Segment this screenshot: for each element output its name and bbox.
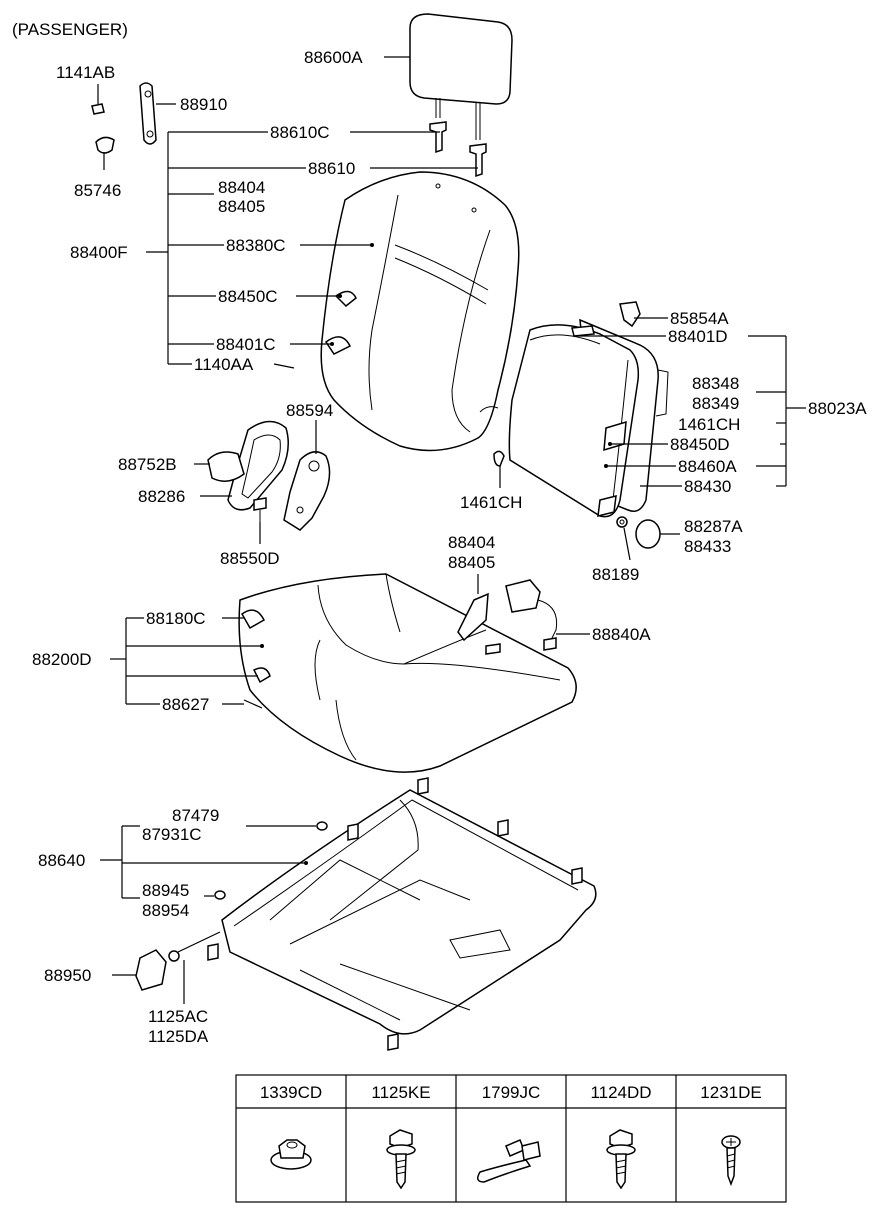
label-88404-top: 88404 — [218, 178, 265, 197]
label-88401D: 88401D — [668, 327, 728, 346]
label-88627: 88627 — [162, 695, 209, 714]
label-88600A: 88600A — [304, 48, 363, 67]
part-labels: 88600A 1141AB 88910 85746 88610C 88610 8… — [32, 48, 867, 1046]
headrest-guide-part — [429, 121, 487, 178]
label-88910: 88910 — [180, 95, 227, 114]
legend-header-5: 1231DE — [700, 1083, 761, 1102]
label-88460A: 88460A — [678, 457, 737, 476]
cover-88287A-part — [635, 519, 661, 549]
fastener-legend-table: 1339CD 1125KE 1799JC 1124DD 1231DE — [235, 1074, 787, 1203]
label-88400F: 88400F — [70, 243, 128, 262]
label-87931C: 87931C — [142, 825, 202, 844]
label-1125DA: 1125DA — [148, 1027, 209, 1046]
buckle-88840A-part — [505, 579, 558, 651]
headrest-part — [409, 13, 513, 140]
flange-bolt-icon — [606, 1129, 636, 1190]
label-88286: 88286 — [138, 487, 185, 506]
label-88945: 88945 — [142, 881, 189, 900]
leader-lines — [97, 56, 806, 1004]
label-88180C: 88180C — [146, 609, 206, 628]
cable-tie-icon — [477, 1139, 541, 1183]
bolt-88550D-part — [253, 497, 267, 522]
seat-back-cover-part — [320, 171, 520, 452]
label-88348: 88348 — [692, 374, 739, 393]
legend-header-4: 1124DD — [590, 1083, 651, 1102]
flange-nut-icon — [270, 1139, 312, 1170]
label-88752B: 88752B — [118, 455, 177, 474]
label-88594: 88594 — [286, 401, 333, 420]
flange-bolt-icon — [386, 1129, 416, 1190]
label-88405-mid: 88405 — [448, 553, 495, 572]
label-88610C: 88610C — [270, 123, 330, 142]
diagram-title: (PASSENGER) — [12, 20, 128, 39]
legend-header-3: 1799JC — [482, 1083, 541, 1102]
knob-88752B-part — [207, 451, 245, 482]
seat-frame-part — [207, 777, 597, 1051]
label-88433: 88433 — [684, 537, 731, 556]
label-1125AC: 1125AC — [148, 1007, 208, 1026]
label-1461CH-right: 1461CH — [678, 415, 740, 434]
label-85854A: 85854A — [670, 309, 729, 328]
cap-85746-part — [95, 136, 115, 154]
label-88189: 88189 — [592, 565, 639, 584]
legend-header-1: 1339CD — [260, 1083, 322, 1102]
label-88610: 88610 — [308, 159, 355, 178]
bolt-1125AC-part — [168, 931, 221, 962]
label-1461CH-left: 1461CH — [460, 493, 522, 512]
bracket-88594-part — [283, 451, 331, 531]
grommet-88189-part — [616, 516, 628, 528]
bracket-88910-part — [139, 82, 157, 145]
tapping-screw-icon — [721, 1135, 741, 1187]
seat-back-frame-part — [493, 318, 669, 518]
label-88550D: 88550D — [220, 549, 280, 568]
label-88840A: 88840A — [592, 625, 651, 644]
legend-header-2: 1125KE — [371, 1083, 430, 1102]
label-85746: 85746 — [74, 181, 121, 200]
label-88401C: 88401C — [216, 335, 276, 354]
label-88954: 88954 — [142, 901, 189, 920]
label-1141AB: 1141AB — [56, 63, 115, 82]
label-1140AA: 1140AA — [194, 355, 254, 374]
bracket-88404-part — [457, 592, 489, 642]
plug-87479-part — [316, 821, 328, 831]
clip-85854A-part — [619, 301, 641, 328]
label-88200D: 88200D — [32, 650, 92, 669]
seat-cushion-part — [238, 573, 577, 773]
label-88349: 88349 — [692, 394, 739, 413]
label-88404-mid: 88404 — [448, 533, 495, 552]
label-88405-top: 88405 — [218, 197, 265, 216]
cover-88950-part — [135, 949, 167, 991]
label-88023A: 88023A — [808, 399, 867, 418]
label-88640: 88640 — [38, 851, 85, 870]
label-88430: 88430 — [684, 477, 731, 496]
leader-dots — [260, 243, 612, 865]
label-88950: 88950 — [44, 966, 91, 985]
pin-88627-part — [243, 699, 263, 709]
label-88287A: 88287A — [684, 517, 743, 536]
recliner-cover-88286-part — [227, 420, 289, 511]
plug-88945-part — [214, 890, 226, 900]
label-88450C: 88450C — [218, 287, 278, 306]
label-88450D: 88450D — [670, 435, 730, 454]
label-88380C: 88380C — [226, 236, 286, 255]
label-87479: 87479 — [172, 806, 219, 825]
